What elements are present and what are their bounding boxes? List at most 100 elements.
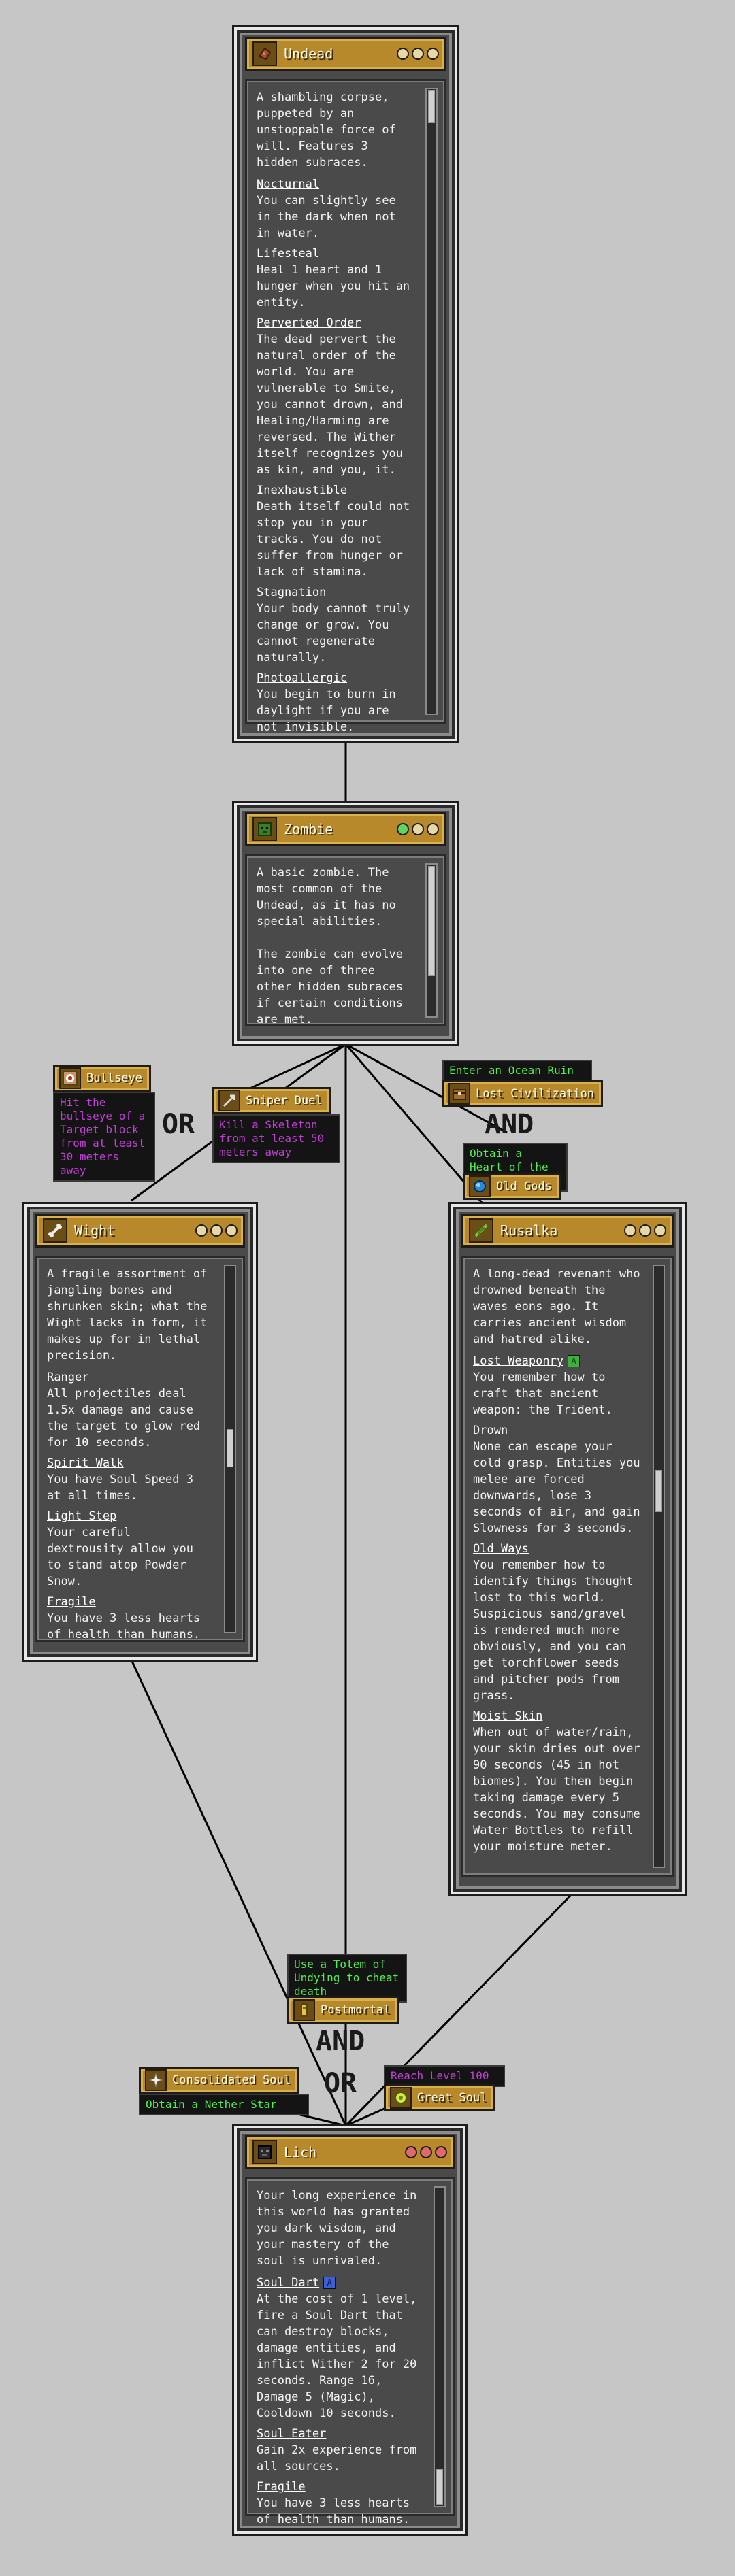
old-gods-badge[interactable]: Old Gods [463, 1173, 561, 1200]
totem-condition: Use a Totem of Undying to cheat death [287, 1954, 407, 2003]
wight-body: A fragile assortment of jangling bones a… [35, 1256, 245, 1642]
old-gods-label: Old Gods [496, 1180, 552, 1193]
dot [412, 48, 424, 60]
scrollbar[interactable] [653, 1265, 665, 1868]
heart-of-the-sea-icon [469, 1175, 491, 1197]
dot [654, 1224, 666, 1237]
zombie-dots [397, 823, 439, 835]
dot [405, 2146, 417, 2158]
ability-desc: Your careful dextrousity allow you to st… [47, 1526, 193, 1588]
level-condition: Reach Level 100 [384, 2065, 505, 2087]
great-soul-label: Great Soul [417, 2091, 487, 2105]
ability-desc: You have Soul Speed 3 at all times. [47, 1473, 193, 1503]
ability-desc: You can slightly see in the dark when no… [257, 194, 396, 240]
bullseye-condition: Hit the bullseye of a Target block from … [53, 1092, 155, 1182]
zombie-head-icon [252, 817, 277, 841]
ocean-ruin-condition: Enter an Ocean Ruin [442, 1060, 592, 1082]
dot [210, 1224, 223, 1237]
bullseye-badge[interactable]: Bullseye [53, 1065, 151, 1092]
wight-dots [195, 1224, 238, 1237]
dot [412, 823, 424, 835]
dot [397, 823, 409, 835]
zombie-body: A basic zombie. The most common of the U… [245, 854, 446, 1026]
target-block-icon [59, 1067, 81, 1089]
nether-star-condition: Obtain a Nether Star [139, 2094, 309, 2115]
dot [624, 1224, 636, 1237]
undead-description: A shambling corpse, puppeted by an unsto… [257, 90, 396, 169]
sniper-duel-requirement[interactable]: Sniper Duel Kill a Skeleton from at leas… [212, 1087, 340, 1163]
scrollbar-thumb[interactable] [428, 90, 435, 123]
ability-name: Soul Eater [257, 2427, 327, 2441]
arrow-icon [218, 1090, 240, 1111]
active-ability-tag: A [323, 2277, 336, 2289]
chest-icon [448, 1083, 470, 1105]
totem-icon [293, 1999, 315, 2021]
ability-name: Light Step [47, 1509, 117, 1523]
ability-desc: When out of water/rain, your skin dries … [473, 1726, 640, 1854]
ability-desc: All projectiles deal 1.5x damage and cau… [47, 1387, 201, 1450]
or-operator: OR [324, 2068, 357, 2099]
great-soul-badge[interactable]: Great Soul [384, 2084, 496, 2111]
scrollbar-thumb[interactable] [436, 2469, 443, 2505]
dot [195, 1224, 208, 1237]
lich-card[interactable]: Lich Your long experience in this world … [232, 2124, 468, 2536]
bone-icon [43, 1218, 67, 1243]
zombie-paragraph: A basic zombie. The most common of the U… [257, 866, 396, 929]
lost-civilization-label: Lost Civilization [476, 1087, 594, 1101]
ability-name: Nocturnal [257, 178, 320, 191]
ability-name: Old Ways [473, 1542, 529, 1556]
scrollbar[interactable] [224, 1265, 236, 1633]
rusalka-description: A long-dead revenant who drowned beneath… [473, 1267, 640, 1346]
rusalka-card[interactable]: Rusalka A long-dead revenant who drowned… [448, 1202, 687, 1896]
undead-dots [397, 48, 439, 60]
scrollbar-thumb[interactable] [428, 866, 435, 976]
scrollbar[interactable] [425, 863, 438, 1018]
nether-star-icon [145, 2069, 167, 2091]
undead-card[interactable]: Undead A shambling corpse, puppeted by a… [232, 25, 459, 743]
ability-desc: You have 3 less hearts of health than hu… [47, 1611, 201, 1641]
rusalka-body: A long-dead revenant who drowned beneath… [461, 1256, 674, 1877]
scrollbar[interactable] [425, 88, 438, 715]
lich-description: Your long experience in this world has g… [257, 2189, 417, 2268]
ability-desc: Gain 2x experience from all sources. [257, 2443, 417, 2473]
zombie-title: Zombie [284, 821, 333, 837]
undead-title: Undead [284, 46, 333, 62]
postmortal-label: Postmortal [321, 2003, 391, 2017]
wight-card[interactable]: Wight A fragile assortment of jangling b… [22, 1202, 258, 1662]
ability-name: Photoallergic [257, 671, 348, 685]
ability-desc: Death itself could not stop you in your … [257, 500, 410, 579]
dot [397, 48, 409, 60]
rusalka-dots [624, 1224, 666, 1237]
bullseye-label: Bullseye [86, 1071, 142, 1085]
dot [427, 823, 439, 835]
scrollbar[interactable] [434, 2186, 446, 2507]
zombie-paragraph: The zombie can evolve into one of three … [257, 948, 403, 1026]
scrollbar-thumb[interactable] [227, 1429, 233, 1467]
consolidated-soul-badge[interactable]: Consolidated Soul [139, 2067, 299, 2094]
lost-civilization-badge[interactable]: Lost Civilization [442, 1080, 603, 1107]
experience-orb-icon [390, 2087, 412, 2109]
and-operator: AND [485, 1109, 534, 1140]
bullseye-requirement[interactable]: Bullseye Hit the bullseye of a Target bl… [53, 1065, 155, 1182]
zombie-card[interactable]: Zombie A basic zombie. The most common o… [232, 801, 459, 1046]
ability-name: Moist Skin [473, 1709, 543, 1723]
scrollbar-thumb[interactable] [655, 1470, 662, 1512]
and-operator: AND [316, 2026, 365, 2057]
ability-name: Drown [473, 1424, 508, 1437]
lich-dots [405, 2146, 447, 2158]
ability-name: Lifesteal [257, 247, 320, 261]
dot [225, 1224, 238, 1237]
rotten-flesh-icon [252, 41, 277, 66]
ability-name: Ranger [47, 1371, 89, 1384]
ability-name-text: Soul Dart [257, 2276, 320, 2290]
sniper-duel-condition: Kill a Skeleton from at least 50 meters … [212, 1114, 340, 1163]
ability-desc: You remember how to identify things thou… [473, 1558, 634, 1703]
dot [435, 2146, 447, 2158]
postmortal-badge[interactable]: Postmortal [287, 1996, 399, 2024]
ability-desc: None can escape your cold grasp. Entitie… [473, 1440, 640, 1535]
ability-name: Fragile [47, 1595, 96, 1609]
sniper-duel-badge[interactable]: Sniper Duel [212, 1087, 331, 1114]
or-operator: OR [162, 1109, 195, 1140]
